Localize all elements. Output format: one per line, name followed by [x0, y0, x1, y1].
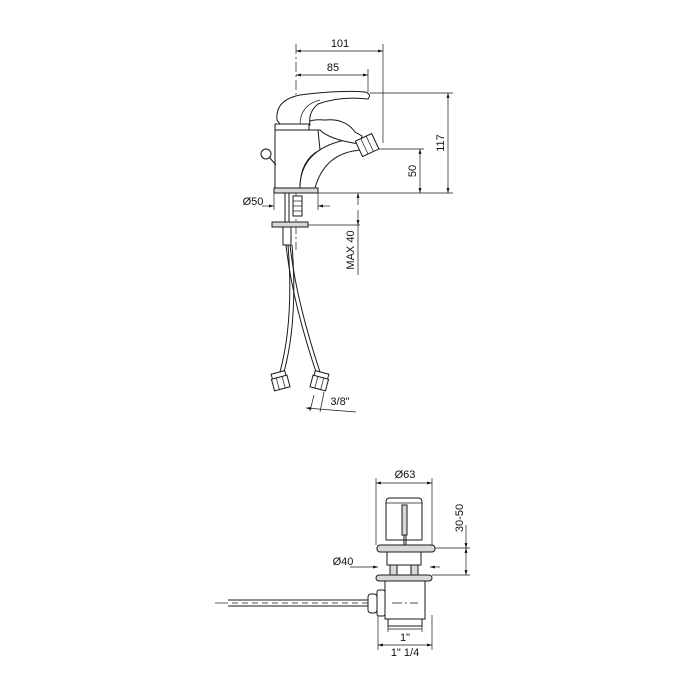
base-plate — [273, 187, 319, 194]
drain-nut — [410, 564, 419, 576]
dim-label-50: 50 — [407, 165, 419, 177]
flex-hose — [279, 244, 291, 373]
dim-label-3-8: 3/8" — [330, 396, 349, 408]
dim-label-1in: 1" — [400, 632, 410, 644]
dim-label-85: 85 — [327, 62, 339, 74]
bidet-faucet-drawing: 101 85 117 50 Ø50 — [243, 38, 453, 413]
hose-nut — [309, 374, 330, 392]
flex-hose — [285, 244, 317, 373]
drain-thread — [387, 618, 423, 627]
drain-flange — [376, 544, 436, 553]
shank-tube — [282, 226, 292, 246]
drain-rod — [401, 504, 408, 536]
hose-nut — [270, 374, 291, 392]
dim-label-117: 117 — [435, 134, 447, 152]
fixing-plate — [271, 221, 309, 228]
dim-label-d50: Ø50 — [243, 196, 264, 208]
dim-label-30-50: 30-50 — [454, 504, 466, 532]
lever-handle — [276, 90, 370, 127]
dim-label-101: 101 — [331, 38, 349, 50]
dimension-line-3-8 — [305, 406, 357, 413]
dim-label-d63: Ø63 — [395, 469, 416, 481]
dim-label-1-1-4: 1" 1/4 — [391, 647, 419, 659]
pop-up-knob — [260, 148, 272, 160]
lever-base — [274, 123, 310, 131]
drain-neck — [386, 551, 422, 566]
drain-nut — [389, 564, 398, 576]
drain-body — [384, 580, 426, 620]
pop-up-waste-drawing: Ø63 30-50 Ø40 — [215, 469, 470, 659]
dim-label-max40: MAX 40 — [345, 230, 357, 269]
dim-label-d40: Ø40 — [333, 556, 354, 568]
rod-connector — [367, 593, 378, 614]
lower-flange — [375, 574, 433, 582]
